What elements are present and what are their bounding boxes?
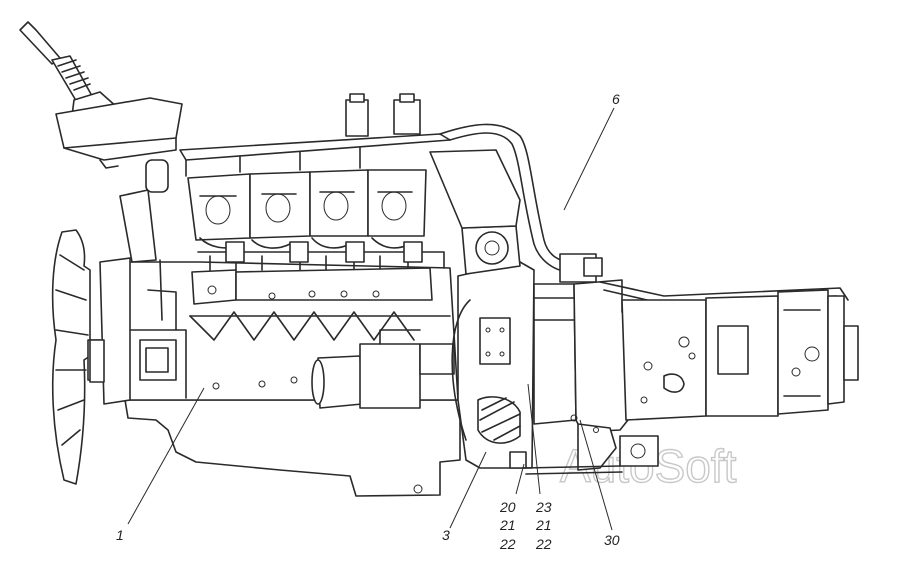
leader-lines	[127, 107, 615, 531]
callout-22-right: 22	[535, 536, 552, 552]
callout-30: 30	[604, 532, 620, 548]
callout-6: 6	[612, 91, 620, 107]
gear-shift-lever	[19, 21, 183, 169]
callout-21-right: 21	[535, 517, 552, 533]
callout-22-left: 22	[499, 536, 516, 552]
callout-1: 1	[116, 527, 124, 543]
callout-20: 20	[499, 499, 516, 515]
air-pipe	[439, 123, 603, 283]
callout-3: 3	[442, 527, 450, 543]
callout-21-left: 21	[499, 517, 516, 533]
callout-23: 23	[535, 499, 552, 515]
clutch-housing	[429, 149, 577, 469]
gearbox	[523, 279, 859, 475]
engine-block	[89, 93, 461, 497]
